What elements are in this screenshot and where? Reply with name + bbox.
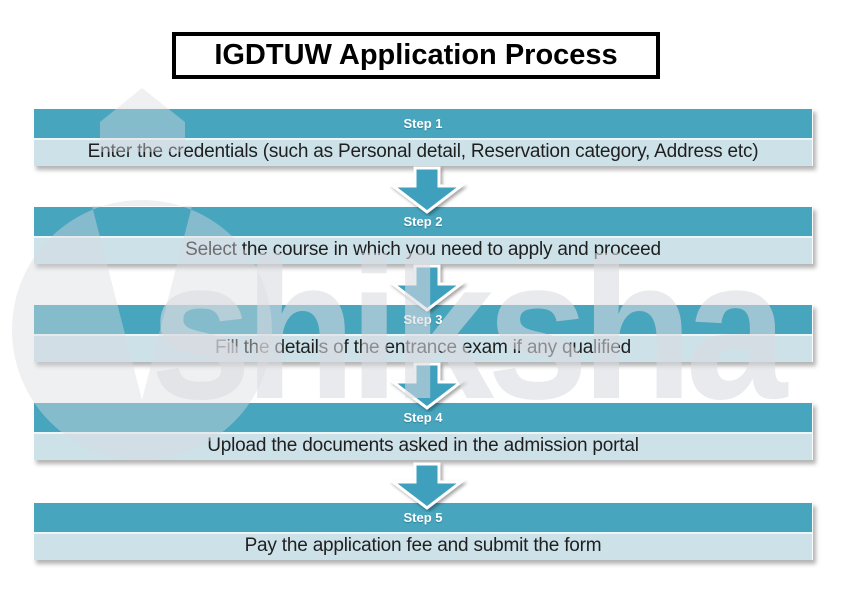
step-5-label: Step 5 <box>403 510 443 525</box>
step-2-description: Select the course in which you need to a… <box>185 239 661 260</box>
step-3-body: Fill the details of the entrance exam if… <box>34 334 812 362</box>
step-block-1: Step 1 Enter the credentials (such as Pe… <box>33 108 813 166</box>
step-2-label: Step 2 <box>403 214 443 229</box>
step-2-header: Step 2 <box>34 207 812 236</box>
page-title: IGDTUW Application Process <box>214 39 618 71</box>
step-1-header: Step 1 <box>34 109 812 138</box>
step-4-description: Upload the documents asked in the admiss… <box>207 435 639 456</box>
step-4-label: Step 4 <box>403 410 443 425</box>
step-2-body: Select the course in which you need to a… <box>34 236 812 264</box>
step-1-description: Enter the credentials (such as Personal … <box>87 141 759 162</box>
title-box: IGDTUW Application Process <box>172 32 660 79</box>
step-1-body: Enter the credentials (such as Personal … <box>34 138 812 166</box>
step-block-3: Step 3 Fill the details of the entrance … <box>33 304 813 362</box>
step-4-header: Step 4 <box>34 403 812 432</box>
down-arrow-icon <box>381 362 473 412</box>
step-block-4: Step 4 Upload the documents asked in the… <box>33 402 813 460</box>
step-5-body: Pay the application fee and submit the f… <box>34 532 812 560</box>
down-arrow-icon <box>381 166 473 216</box>
step-3-label: Step 3 <box>403 312 443 327</box>
step-4-body: Upload the documents asked in the admiss… <box>34 432 812 460</box>
step-1-label: Step 1 <box>403 116 443 131</box>
down-arrow-icon <box>381 264 473 314</box>
step-5-header: Step 5 <box>34 503 812 532</box>
step-block-2: Step 2 Select the course in which you ne… <box>33 206 813 264</box>
down-arrow-icon <box>381 462 473 512</box>
step-5-description: Pay the application fee and submit the f… <box>244 535 602 556</box>
step-block-5: Step 5 Pay the application fee and submi… <box>33 502 813 560</box>
step-3-header: Step 3 <box>34 305 812 334</box>
step-3-description: Fill the details of the entrance exam if… <box>215 337 631 358</box>
